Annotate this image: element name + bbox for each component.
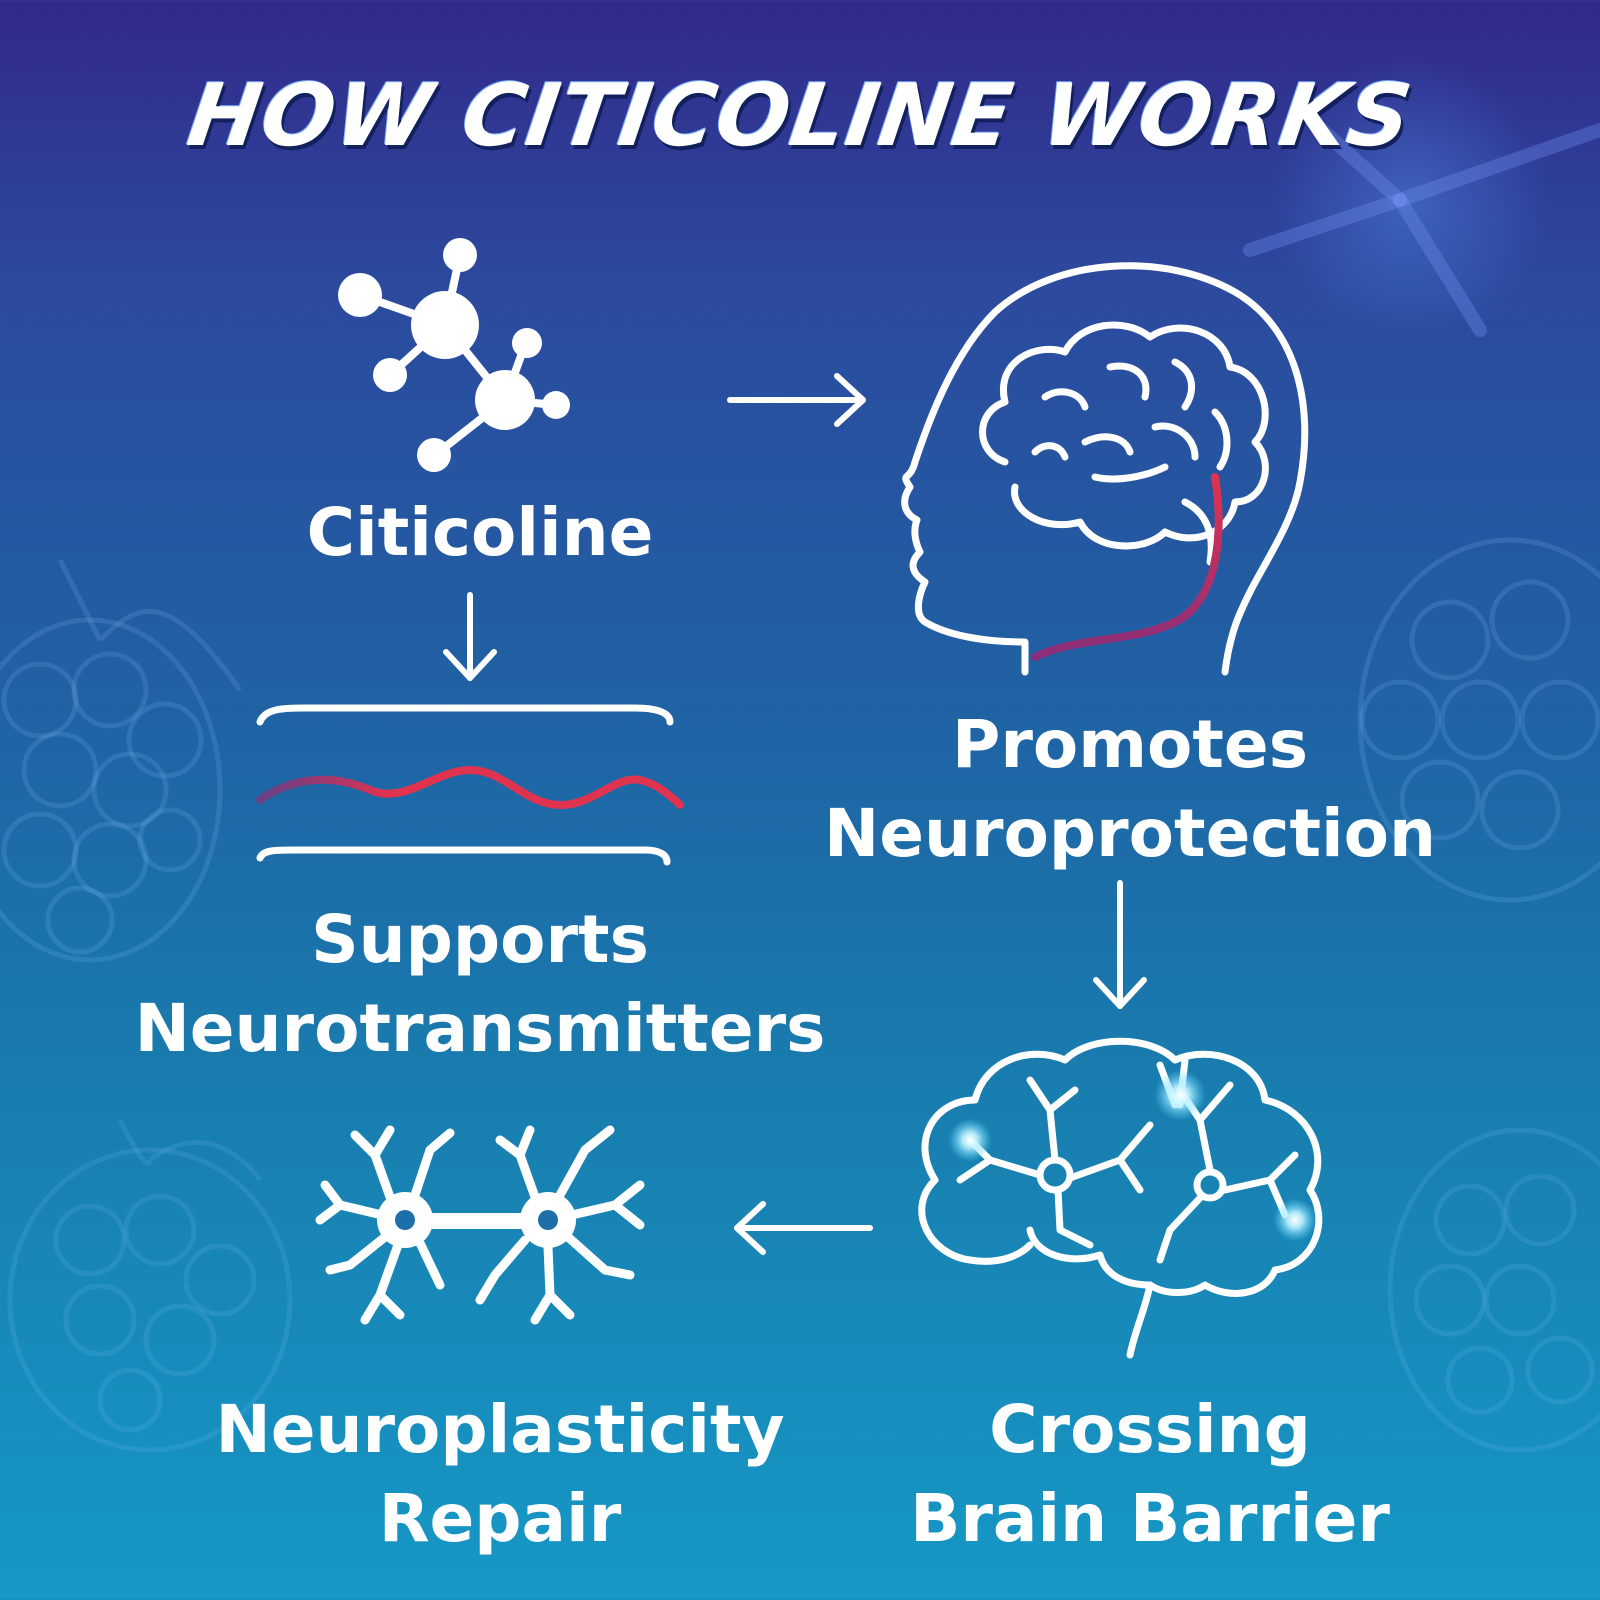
- raspberry-bottom-right-icon: [1387, 1127, 1600, 1453]
- raspberry-bottom-left-icon: [7, 1118, 293, 1453]
- glowing-brain-icon: [918, 1037, 1323, 1359]
- arrow-left-icon: [734, 1201, 873, 1255]
- arrow-down-right-icon: [1093, 880, 1147, 1009]
- label-supports-neurotransmitters: Supports Neurotransmitters: [134, 901, 826, 1068]
- raspberry-right-icon: [1357, 537, 1600, 903]
- label-citicoline: Citicoline: [306, 494, 654, 571]
- arrow-down-left-icon: [443, 592, 497, 681]
- head-brain-icon: [901, 262, 1309, 676]
- label-neuroplasticity-repair: Neuroplasticity Repair: [215, 1391, 785, 1558]
- background-neuron-icon: [1243, 103, 1600, 337]
- page-title: HOW CITICOLINE WORKS: [181, 66, 1419, 166]
- molecule-icon: [338, 238, 570, 472]
- neurons-icon: [315, 1125, 645, 1325]
- arrow-right-icon: [727, 373, 866, 427]
- label-crossing-brain-barrier: Crossing Brain Barrier: [910, 1391, 1390, 1558]
- synapse-wave-icon: [256, 704, 684, 866]
- raspberry-left-icon: [0, 558, 243, 963]
- label-promotes-neuroprotection: Promotes Neuroprotection: [824, 706, 1436, 873]
